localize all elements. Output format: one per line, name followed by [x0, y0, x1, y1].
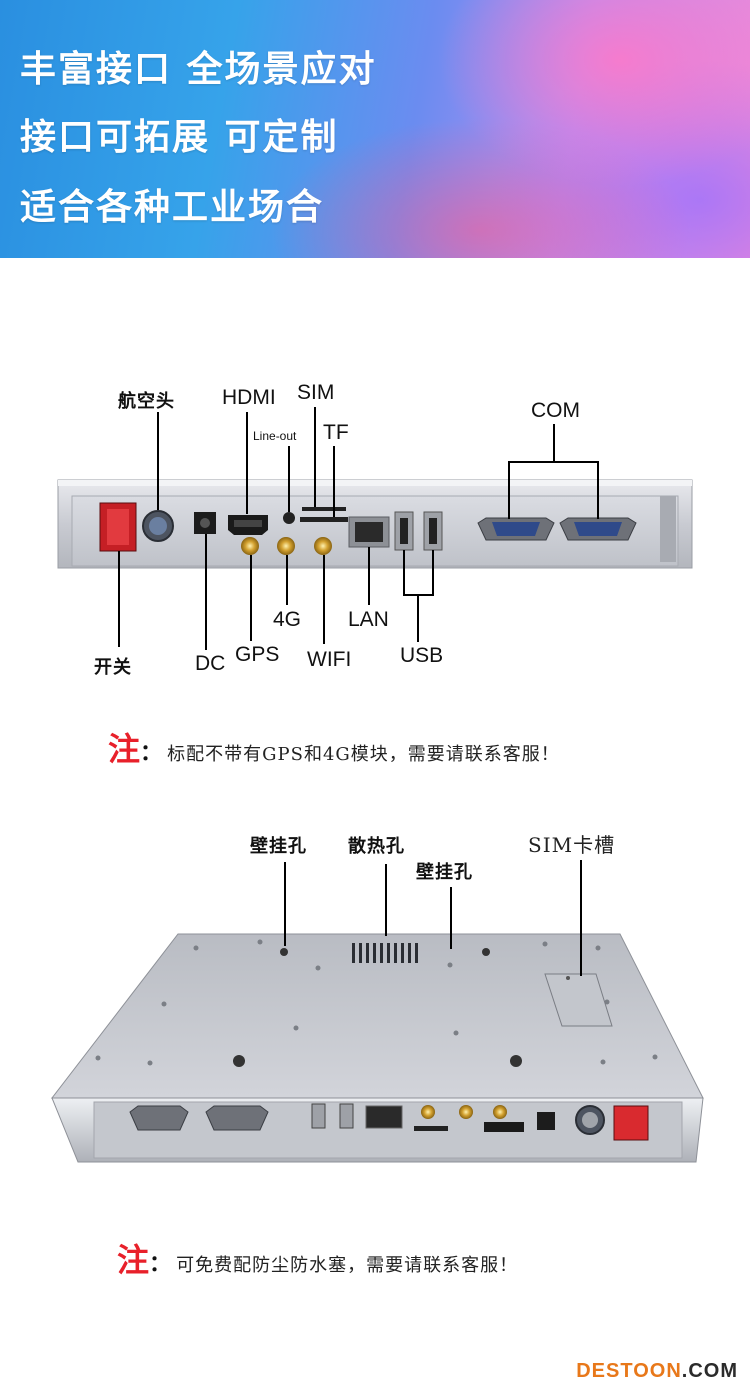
back-note: 注： 可免费配防尘防水塞，需要请联系客服！: [117, 1235, 518, 1281]
label-com: COM: [531, 399, 580, 422]
promo-banner: 丰富接口 全场景应对 接口可拓展 可定制 适合各种工业场合: [0, 0, 750, 258]
label-sim-slot: SIM卡槽: [528, 833, 616, 857]
leader-wall-hole-right: [450, 887, 452, 949]
leader-hdmi: [246, 412, 248, 514]
leader-switch: [118, 551, 120, 647]
label-wifi: WIFI: [307, 648, 352, 671]
label-heat-vent: 散热孔: [348, 836, 405, 857]
label-sim: SIM: [297, 381, 335, 404]
leader-usb-left: [403, 550, 405, 596]
leader-sim: [314, 407, 316, 507]
note-colon: ：: [149, 1251, 172, 1277]
label-dc: DC: [195, 652, 226, 675]
label-tf: TF: [323, 421, 349, 444]
leader-wifi: [323, 555, 325, 644]
logo-part-a: DESTOON: [576, 1360, 682, 1382]
leader-dc: [205, 534, 207, 650]
label-usb: USB: [400, 644, 444, 667]
leader-lan: [368, 547, 370, 605]
label-line-out: Line-out: [253, 429, 297, 443]
note-colon: ：: [140, 740, 163, 766]
leader-com-right: [597, 461, 599, 519]
front-panel-image: [57, 479, 693, 569]
leader-com-bar: [508, 461, 599, 463]
label-wall-hole-right: 壁挂孔: [416, 862, 473, 883]
leader-usb-right: [432, 550, 434, 596]
label-switch: 开关: [94, 657, 132, 678]
leader-line-out: [288, 446, 290, 512]
leader-aviation: [157, 412, 159, 510]
label-4g: 4G: [273, 608, 302, 631]
leader-gps: [250, 555, 252, 641]
leader-com-trunk: [553, 424, 555, 462]
label-gps: GPS: [235, 643, 280, 666]
banner-line-1: 丰富接口 全场景应对: [20, 49, 377, 90]
leader-tf: [333, 446, 335, 517]
banner-line-3: 适合各种工业场合: [20, 187, 325, 228]
note-text: 可免费配防尘防水塞，需要请联系客服！: [176, 1255, 519, 1276]
label-aviation-connector: 航空头: [118, 391, 175, 412]
note-mark: 注: [108, 730, 141, 768]
logo-part-b: .COM: [681, 1360, 738, 1382]
leader-4g: [286, 555, 288, 605]
front-note: 注： 标配不带有GPS和4G模块，需要请联系客服！: [108, 724, 560, 770]
leader-heat-vent: [385, 864, 387, 936]
banner-line-2: 接口可拓展 可定制: [20, 117, 339, 158]
watermark-logo: DESTOON.COM: [576, 1360, 738, 1383]
label-hdmi: HDMI: [222, 386, 276, 409]
leader-usb-trunk: [417, 594, 419, 642]
label-wall-hole-left: 壁挂孔: [250, 836, 307, 857]
leader-sim-slot: [580, 860, 582, 976]
back-panel-image: [50, 933, 704, 1163]
note-text: 标配不带有GPS和4G模块，需要请联系客服！: [167, 744, 560, 765]
label-lan: LAN: [348, 608, 389, 631]
leader-wall-hole-left: [284, 862, 286, 946]
leader-com-left: [508, 461, 510, 519]
note-mark: 注: [117, 1241, 150, 1279]
